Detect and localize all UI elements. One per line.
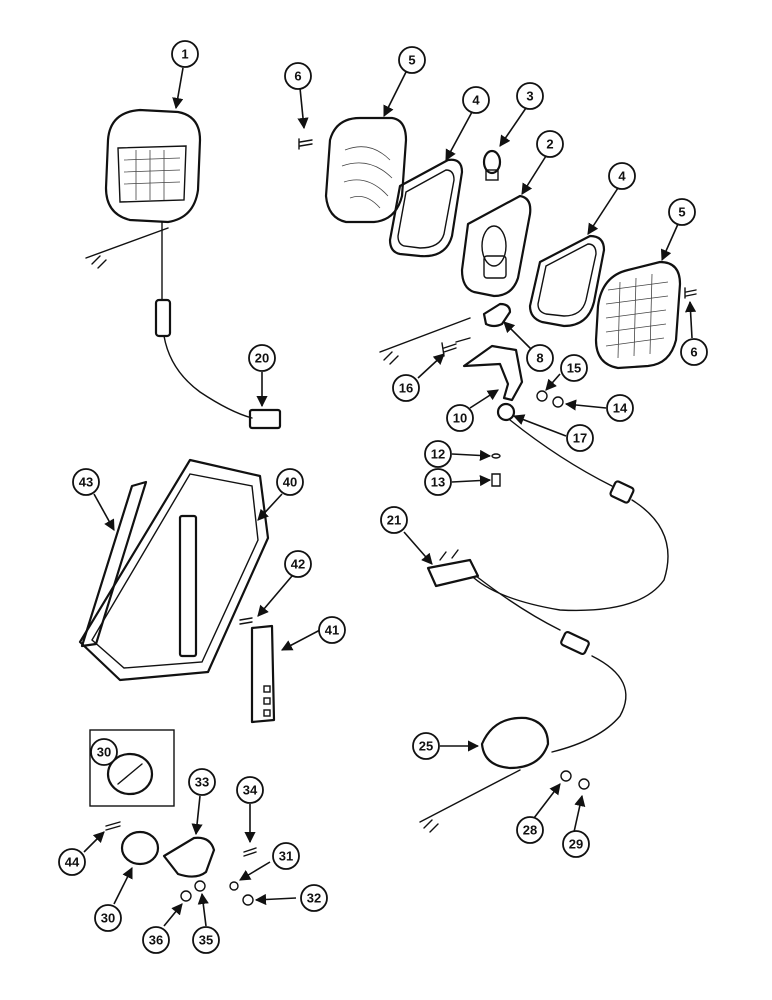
svg-text:36: 36 [149, 933, 163, 948]
callout-4: 4 [462, 86, 490, 114]
callout-14: 14 [606, 394, 634, 422]
callout-15: 15 [560, 354, 588, 382]
svg-text:43: 43 [79, 475, 93, 490]
svg-text:16: 16 [399, 381, 413, 396]
svg-text:3: 3 [526, 89, 533, 104]
callout-32: 32 [300, 884, 328, 912]
svg-text:33: 33 [195, 775, 209, 790]
callout-42: 42 [284, 550, 312, 578]
svg-text:5: 5 [408, 53, 415, 68]
svg-text:35: 35 [199, 933, 213, 948]
callout-43: 43 [72, 468, 100, 496]
svg-text:21: 21 [387, 513, 401, 528]
indicator-lamp-exploded [298, 116, 697, 612]
callout-4: 4 [608, 162, 636, 190]
svg-text:34: 34 [243, 783, 258, 798]
callout-35: 35 [192, 926, 220, 954]
svg-text:6: 6 [294, 69, 301, 84]
svg-text:31: 31 [279, 849, 293, 864]
callout-6: 6 [680, 338, 708, 366]
svg-text:25: 25 [419, 739, 433, 754]
svg-text:20: 20 [255, 351, 269, 366]
svg-text:30: 30 [97, 745, 111, 760]
svg-text:14: 14 [613, 401, 628, 416]
callout-33: 33 [188, 768, 216, 796]
callout-21: 21 [380, 506, 408, 534]
callout-5: 5 [668, 198, 696, 226]
svg-text:5: 5 [678, 205, 685, 220]
callout-1: 1 [171, 40, 199, 68]
junction-box-and-marker-lamp [419, 549, 627, 833]
svg-text:32: 32 [307, 891, 321, 906]
svg-text:10: 10 [453, 411, 467, 426]
callout-17: 17 [566, 424, 594, 452]
callout-3: 3 [516, 82, 544, 110]
callouts: 1 6 5 4 3 2 4 5 6 20 16 8 15 14 10 17 12… [58, 40, 708, 954]
callout-16: 16 [392, 374, 420, 402]
svg-text:6: 6 [690, 345, 697, 360]
callout-41: 41 [318, 616, 346, 644]
svg-text:4: 4 [618, 169, 626, 184]
svg-text:15: 15 [567, 361, 581, 376]
svg-text:12: 12 [431, 447, 445, 462]
svg-text:13: 13 [431, 475, 445, 490]
callout-40: 40 [276, 468, 304, 496]
work-lamp-assembly [85, 108, 282, 430]
svg-text:2: 2 [546, 137, 553, 152]
callout-6: 6 [284, 62, 312, 90]
svg-text:41: 41 [325, 623, 339, 638]
svg-text:29: 29 [569, 837, 583, 852]
callout-31: 31 [272, 842, 300, 870]
svg-text:40: 40 [283, 475, 297, 490]
svg-text:4: 4 [472, 93, 480, 108]
callout-28: 28 [516, 816, 544, 844]
leader-lines [83, 67, 697, 927]
reflector-kit [89, 729, 257, 906]
callout-20: 20 [248, 344, 276, 372]
svg-text:28: 28 [523, 823, 537, 838]
svg-text:42: 42 [291, 557, 305, 572]
callout-2: 2 [536, 130, 564, 158]
callout-30: 30 [94, 904, 122, 932]
callout-12: 12 [424, 440, 452, 468]
svg-text:1: 1 [181, 47, 188, 62]
callout-36: 36 [142, 926, 170, 954]
callout-25: 25 [412, 732, 440, 760]
svg-text:44: 44 [65, 855, 80, 870]
slow-moving-vehicle-sign [78, 458, 276, 724]
svg-text:17: 17 [573, 431, 587, 446]
callout-30-inset: 30 [90, 738, 118, 766]
callout-5: 5 [398, 46, 426, 74]
svg-text:8: 8 [536, 351, 543, 366]
callout-29: 29 [562, 830, 590, 858]
callout-8: 8 [526, 344, 554, 372]
callout-10: 10 [446, 404, 474, 432]
callout-34: 34 [236, 776, 264, 804]
callout-44: 44 [58, 848, 86, 876]
callout-13: 13 [424, 468, 452, 496]
svg-text:30: 30 [101, 911, 115, 926]
